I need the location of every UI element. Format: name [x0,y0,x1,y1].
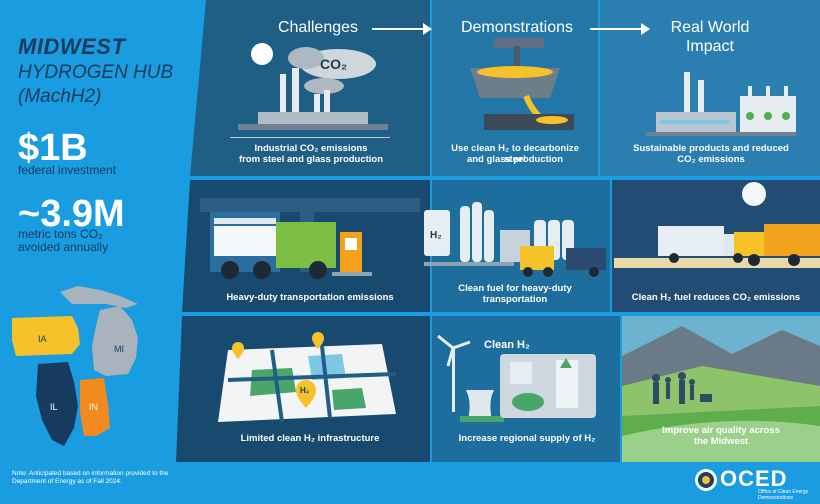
stat-co2-label-line1: metric tons CO₂ [18,227,103,241]
midwest-states-map: MI IA IL IN [12,286,138,446]
caption-r1c2-line1: Use clean H₂ to decarbonize steel [451,143,579,165]
state-indiana [80,378,110,436]
clean-h2-production-illustration [437,334,596,422]
state-iowa [12,316,80,356]
hub-title: MIDWEST [18,34,126,59]
oced-logo-subtitle: Office of Clean Energy Demonstrations [758,489,809,501]
warning-icon [560,358,572,368]
bottle-icon [776,86,796,134]
state-illinois [36,362,78,446]
caption-r1c1-line2: from steel and glass production [238,154,384,165]
clean-trucks-illustration [614,182,820,268]
clean-h2-label: Clean H₂ [484,339,530,351]
caption-r2c2-line1: Clean fuel for heavy-duty [458,283,572,294]
column-header-impact-line1: Real World [670,19,750,36]
truck-emissions-illustration [200,198,420,279]
caption-r1c3-line1: Sustainable products and reduced [633,143,789,154]
caption-r3c3-line2: the Midwest [693,436,749,447]
stat-co2-label-line2: avoided annually [18,240,109,254]
hub-subtitle-line1: HYDROGEN HUB [18,62,174,83]
h2-tank-label: H₂ [430,230,442,241]
stat-investment-value: $1B [18,127,88,169]
location-pin-icon: H₂ [296,380,316,408]
co2-label: CO₂ [320,56,347,72]
caption-r2c3: Clean H₂ fuel reduces CO₂ emissions [631,292,801,303]
arrow-right-icon [590,23,650,35]
michigan-upper-peninsula [60,286,138,308]
sun-icon [251,43,273,65]
state-label-ia: IA [38,334,47,344]
stat-investment-label: federal investment [18,163,117,177]
sun-icon [742,182,766,206]
caption-r3c2: Increase regional supply of H₂ [458,433,596,444]
hydrogen-station-illustration: H₂ [424,202,606,277]
factory-emissions-illustration: CO₂ [238,43,388,130]
steel-ladle-illustration [470,38,574,130]
location-pin-icon [232,342,244,359]
stat-co2-value: ~3.9M [18,193,125,235]
caption-r2c1: Heavy-duty transportation emissions [226,292,394,303]
doe-seal-icon [695,469,717,491]
oced-logo: OCED [720,466,788,491]
location-pin-icon [312,332,324,349]
footnote: Note: Anticipated based on information p… [12,470,169,485]
family-silhouette-icon [652,372,712,404]
bottle-icon [740,86,760,134]
hub-subtitle-line2: (MachH2) [18,86,102,107]
caption-r2c2-line2: transportation [482,294,548,305]
clean-air-landscape-illustration [622,326,820,462]
sustainable-products-illustration [646,72,796,136]
state-label-in: IN [89,402,98,412]
column-header-impact-line2: Impact [685,38,734,55]
arrow-right-icon [372,23,432,35]
h2-pin-label: H₂ [300,386,310,395]
footer-band [0,462,820,504]
column-header-challenges: Challenges [277,19,359,36]
state-label-mi: MI [114,344,124,354]
caption-r1c2-line2: and glass production [466,154,564,165]
bottle-icon [758,86,778,134]
caption-r3c3-line1: Improve air quality across [662,425,780,436]
wind-turbine-icon [437,334,471,412]
state-label-il: IL [50,402,58,412]
caption-r1c1-line1: Industrial CO₂ emissions [254,143,368,154]
caption-r1c3-line2: CO₂ emissions [677,154,745,165]
state-michigan [92,306,138,376]
column-header-demonstrations: Demonstrations [460,19,574,36]
caption-r3c1: Limited clean H₂ infrastructure [240,433,380,444]
map-illustration: H₂ [218,332,397,423]
